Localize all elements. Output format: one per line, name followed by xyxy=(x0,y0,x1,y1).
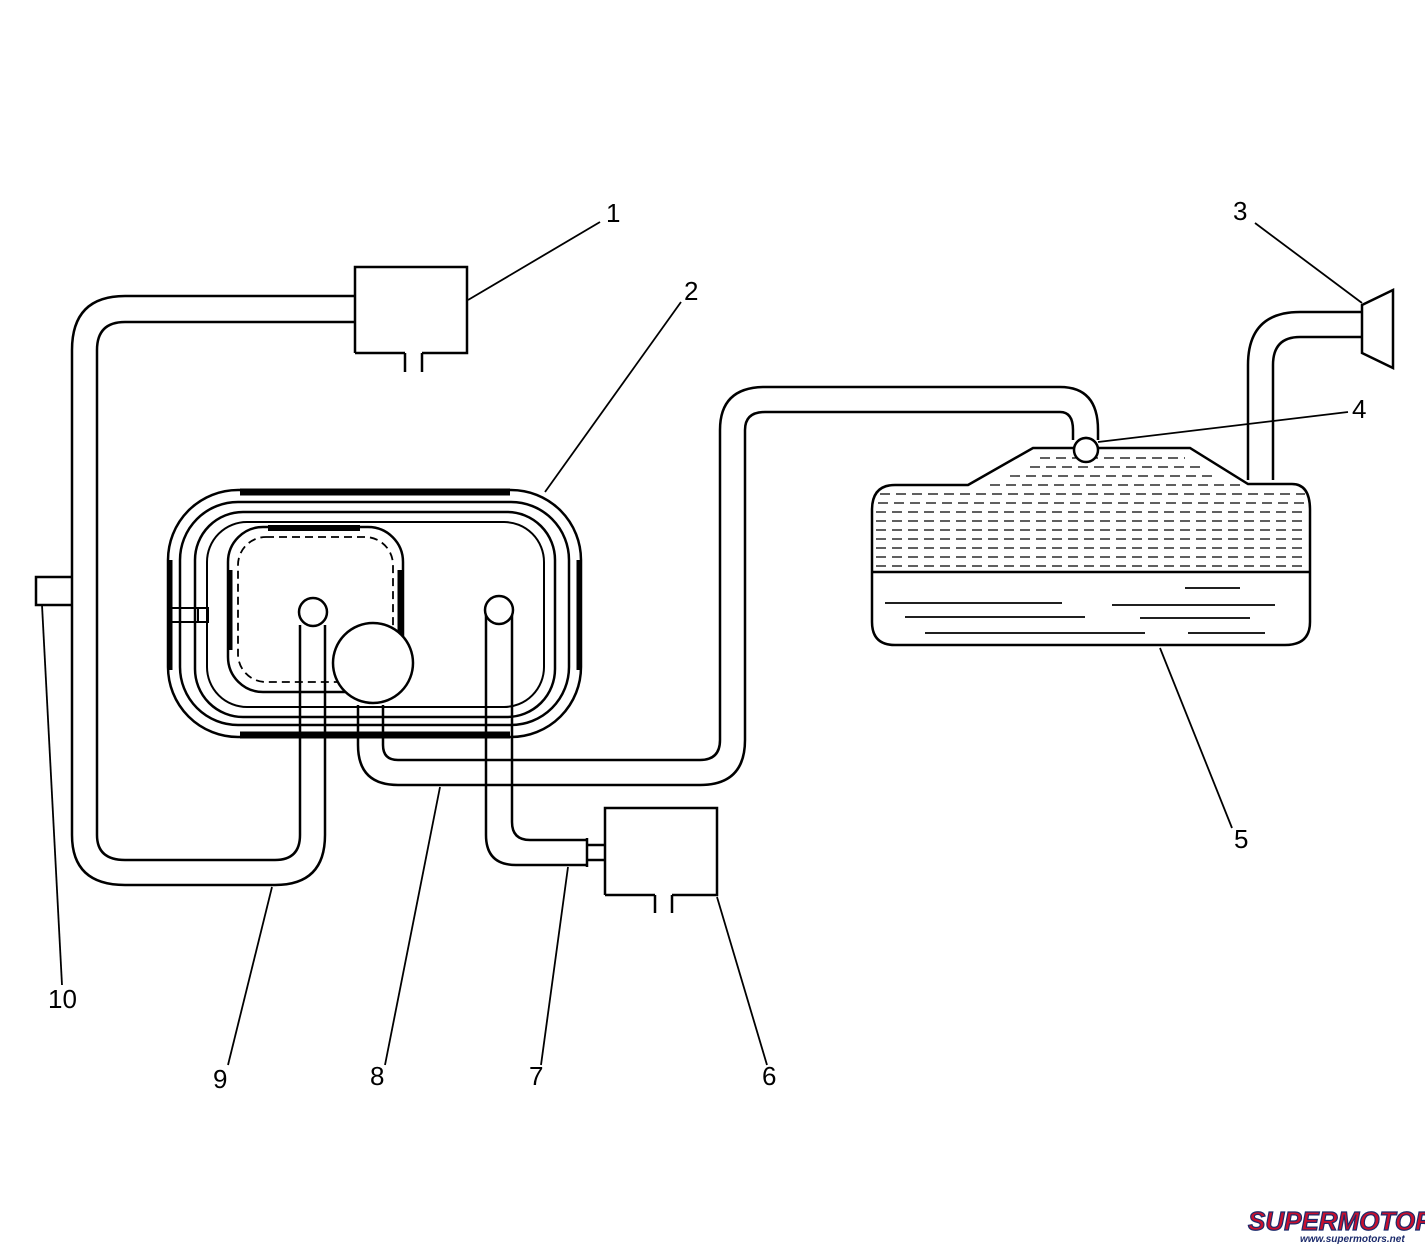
supermotors-logo: SUPERMOTORS www.supermotors.net xyxy=(1247,1205,1425,1245)
logo-url: www.supermotors.net xyxy=(1300,1234,1405,1245)
component-1-box xyxy=(353,265,469,372)
svg-text:SUPERMOTORS: SUPERMOTORS xyxy=(1248,1206,1425,1236)
evap-canister xyxy=(166,488,583,739)
fill-neck xyxy=(1246,310,1362,480)
port-10 xyxy=(34,575,72,607)
callout-7: 7 xyxy=(529,1061,543,1091)
logo-motors: MOTORS xyxy=(1338,1206,1425,1236)
tank-vapor-dashes xyxy=(876,457,1306,567)
callout-numbers: 1 2 3 4 5 6 7 8 9 10 xyxy=(48,196,1366,1094)
filler-cap xyxy=(1360,288,1395,370)
callout-9: 9 xyxy=(213,1064,227,1094)
callout-3: 3 xyxy=(1233,196,1247,226)
callout-5: 5 xyxy=(1234,824,1248,854)
hose-9 xyxy=(70,294,355,887)
fuel-tank xyxy=(870,436,1312,647)
leader-lines xyxy=(41,221,1363,1066)
component-6-box xyxy=(603,806,719,913)
callout-8: 8 xyxy=(370,1061,384,1091)
logo-super: SUPER xyxy=(1248,1206,1338,1236)
callout-6: 6 xyxy=(762,1061,776,1091)
callout-4: 4 xyxy=(1352,394,1366,424)
tank-liquid-lines xyxy=(885,587,1275,634)
hose-7 xyxy=(483,594,605,867)
callout-10: 10 xyxy=(48,984,77,1014)
callout-1: 1 xyxy=(606,198,620,228)
callout-2: 2 xyxy=(684,276,698,306)
